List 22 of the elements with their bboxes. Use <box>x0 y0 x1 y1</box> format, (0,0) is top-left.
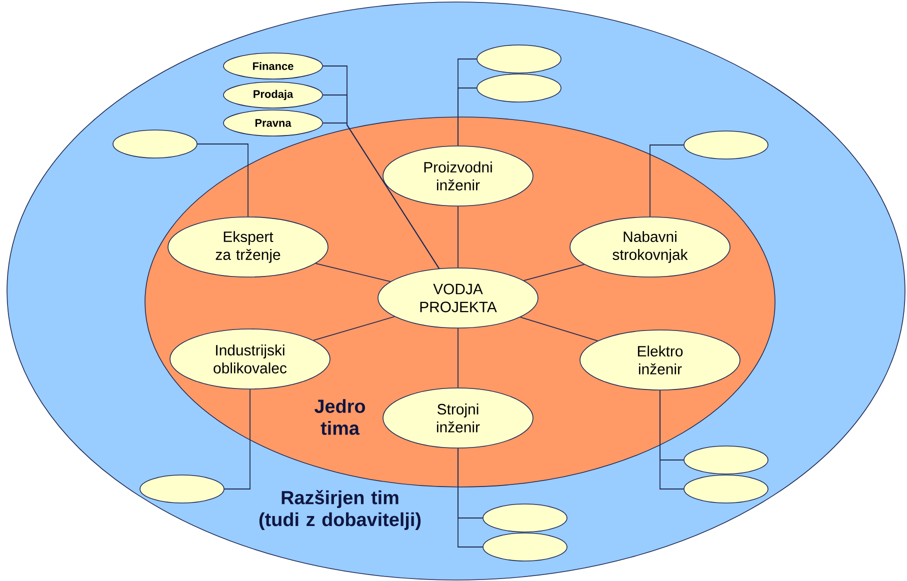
connector-line <box>313 316 395 341</box>
empty-ellipse <box>482 504 568 532</box>
empty-ellipse <box>684 446 768 474</box>
connector-line <box>315 262 391 282</box>
connector-line <box>523 264 585 281</box>
empty-ellipse <box>684 474 768 504</box>
region-label: Jedro tima <box>314 399 366 435</box>
empty-ellipse <box>684 130 768 160</box>
connector-line <box>322 122 440 269</box>
connector-line <box>458 448 484 548</box>
empty-ellipse <box>140 474 224 504</box>
empty-ellipse <box>476 44 562 74</box>
connector-line <box>196 144 248 218</box>
connector-line <box>650 144 684 218</box>
connector-line <box>224 388 250 490</box>
region-label: Razširjen tim (tudi z dobavitelji) <box>259 490 421 530</box>
connector-line <box>660 390 684 490</box>
empty-ellipse <box>112 130 198 158</box>
connector-line <box>458 88 478 146</box>
empty-ellipse <box>482 532 568 562</box>
empty-ellipse <box>476 74 562 102</box>
connector-line <box>520 316 598 342</box>
